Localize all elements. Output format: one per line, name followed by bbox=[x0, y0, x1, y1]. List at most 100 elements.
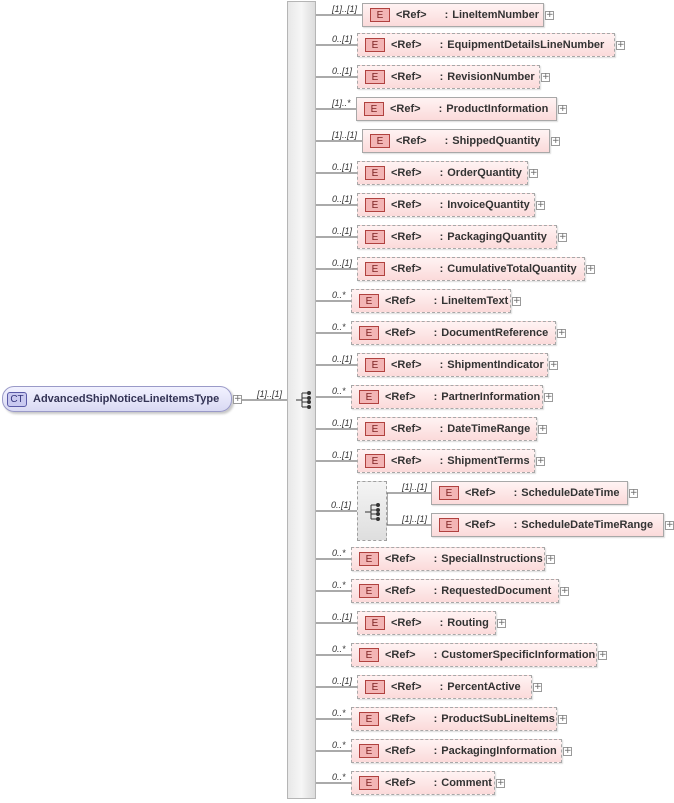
element-badge: E bbox=[359, 552, 379, 566]
element-ref: <Ref> bbox=[385, 327, 416, 339]
element-name: RequestedDocument bbox=[441, 585, 552, 597]
cardinality-label: 0..[1] bbox=[332, 418, 353, 428]
element-name: InvoiceQuantity bbox=[447, 199, 530, 211]
element-node[interactable]: E<Ref>:Comment bbox=[351, 771, 495, 795]
subsequence-box[interactable] bbox=[357, 481, 387, 541]
element-node[interactable]: E<Ref>:PartnerInformation bbox=[351, 385, 543, 409]
expand-icon[interactable]: + bbox=[538, 424, 547, 434]
expand-icon[interactable]: + bbox=[616, 40, 625, 50]
element-node[interactable]: E<Ref>:CumulativeTotalQuantity bbox=[357, 257, 585, 281]
expand-icon[interactable]: + bbox=[586, 264, 595, 274]
expand-icon[interactable]: + bbox=[629, 488, 638, 498]
element-badge: E bbox=[365, 38, 385, 52]
element-name: PercentActive bbox=[447, 681, 521, 693]
element-badge: E bbox=[370, 8, 390, 22]
element-node[interactable]: E<Ref>:OrderQuantity bbox=[357, 161, 528, 185]
cardinality-label: 0..[1] bbox=[332, 354, 353, 364]
expand-icon[interactable]: + bbox=[497, 618, 506, 628]
expand-icon[interactable]: + bbox=[558, 232, 567, 242]
expand-icon[interactable]: + bbox=[545, 10, 554, 20]
element-separator: : bbox=[433, 553, 438, 565]
expand-icon[interactable]: + bbox=[549, 360, 558, 370]
element-separator: : bbox=[439, 455, 444, 467]
expand-icon[interactable]: + bbox=[541, 72, 550, 82]
element-node[interactable]: E<Ref>:InvoiceQuantity bbox=[357, 193, 535, 217]
element-node[interactable]: E<Ref>:ScheduleDateTime bbox=[431, 481, 628, 505]
element-badge: E bbox=[359, 584, 379, 598]
element-name: LineItemNumber bbox=[452, 9, 540, 21]
element-badge: E bbox=[365, 422, 385, 436]
expand-icon[interactable]: + bbox=[558, 104, 567, 114]
element-separator: : bbox=[433, 745, 438, 757]
element-node[interactable]: E<Ref>:LineItemText bbox=[351, 289, 511, 313]
element-node[interactable]: E<Ref>:ProductSubLineItems bbox=[351, 707, 557, 731]
element-ref: <Ref> bbox=[391, 423, 422, 435]
cardinality-label: [1]..* bbox=[332, 98, 351, 108]
element-node[interactable]: E<Ref>:PercentActive bbox=[357, 675, 532, 699]
cardinality-label: 0..* bbox=[332, 708, 346, 718]
expand-icon[interactable]: + bbox=[533, 682, 542, 692]
expand-icon[interactable]: + bbox=[665, 520, 674, 530]
expand-icon[interactable]: + bbox=[546, 554, 555, 564]
element-ref: <Ref> bbox=[391, 263, 422, 275]
element-ref: <Ref> bbox=[396, 135, 427, 147]
element-ref: <Ref> bbox=[391, 681, 422, 693]
expand-icon[interactable]: + bbox=[560, 586, 569, 596]
collapse-icon[interactable]: + bbox=[233, 394, 242, 404]
element-node[interactable]: E<Ref>:SpecialInstructions bbox=[351, 547, 545, 571]
element-name: ScheduleDateTimeRange bbox=[521, 519, 654, 531]
element-ref: <Ref> bbox=[391, 617, 422, 629]
element-separator: : bbox=[433, 391, 438, 403]
expand-icon[interactable]: + bbox=[563, 746, 572, 756]
element-ref: <Ref> bbox=[396, 9, 427, 21]
element-ref: <Ref> bbox=[391, 199, 422, 211]
element-separator: : bbox=[439, 423, 444, 435]
element-node[interactable]: E<Ref>:DocumentReference bbox=[351, 321, 556, 345]
expand-icon[interactable]: + bbox=[496, 778, 505, 788]
expand-icon[interactable]: + bbox=[558, 714, 567, 724]
element-name: RevisionNumber bbox=[447, 71, 535, 83]
element-node[interactable]: E<Ref>:ShippedQuantity bbox=[362, 129, 550, 153]
element-badge: E bbox=[365, 616, 385, 630]
element-separator: : bbox=[433, 777, 438, 789]
element-separator: : bbox=[439, 231, 444, 243]
element-node[interactable]: E<Ref>:DateTimeRange bbox=[357, 417, 537, 441]
element-name: LineItemText bbox=[441, 295, 509, 307]
expand-icon[interactable]: + bbox=[551, 136, 560, 146]
element-node[interactable]: E <Ref>:LineItemNumber bbox=[362, 3, 544, 27]
expand-icon[interactable]: + bbox=[557, 328, 566, 338]
cardinality-label: 0..* bbox=[332, 548, 346, 558]
expand-icon[interactable]: + bbox=[536, 456, 545, 466]
element-badge: E bbox=[359, 294, 379, 308]
element-ref: <Ref> bbox=[391, 39, 422, 51]
element-name: ProductSubLineItems bbox=[441, 713, 555, 725]
element-node[interactable]: E<Ref>:ShipmentIndicator bbox=[357, 353, 548, 377]
element-name: OrderQuantity bbox=[447, 167, 522, 179]
element-separator: : bbox=[433, 585, 438, 597]
element-node[interactable]: E<Ref>:RequestedDocument bbox=[351, 579, 559, 603]
element-node[interactable]: E<Ref>:CustomerSpecificInformation bbox=[351, 643, 597, 667]
element-node[interactable]: E<Ref>:PackagingInformation bbox=[351, 739, 562, 763]
expand-icon[interactable]: + bbox=[529, 168, 538, 178]
element-node[interactable]: E<Ref>:Routing bbox=[357, 611, 496, 635]
element-node[interactable]: E<Ref>:ProductInformation bbox=[356, 97, 557, 121]
expand-icon[interactable]: + bbox=[544, 392, 553, 402]
element-badge: E bbox=[439, 518, 459, 532]
element-badge: E bbox=[359, 326, 379, 340]
expand-icon[interactable]: + bbox=[512, 296, 521, 306]
element-ref: <Ref> bbox=[391, 455, 422, 467]
element-node[interactable]: E<Ref>:EquipmentDetailsLineNumber bbox=[357, 33, 615, 57]
element-separator: : bbox=[433, 327, 438, 339]
element-node[interactable]: E<Ref>:ShipmentTerms bbox=[357, 449, 535, 473]
complex-type-node[interactable]: CT AdvancedShipNoticeLineItemsType bbox=[2, 386, 232, 412]
expand-icon[interactable]: + bbox=[536, 200, 545, 210]
element-separator: : bbox=[439, 263, 444, 275]
expand-icon[interactable]: + bbox=[598, 650, 607, 660]
cardinality-label: [1]..[1] bbox=[332, 130, 358, 140]
element-node[interactable]: E<Ref>:RevisionNumber bbox=[357, 65, 540, 89]
element-separator: : bbox=[444, 9, 449, 21]
element-node[interactable]: E<Ref>:ScheduleDateTimeRange bbox=[431, 513, 664, 537]
element-node[interactable]: E<Ref>:PackagingQuantity bbox=[357, 225, 557, 249]
element-badge: E bbox=[370, 134, 390, 148]
element-separator: : bbox=[433, 649, 438, 661]
